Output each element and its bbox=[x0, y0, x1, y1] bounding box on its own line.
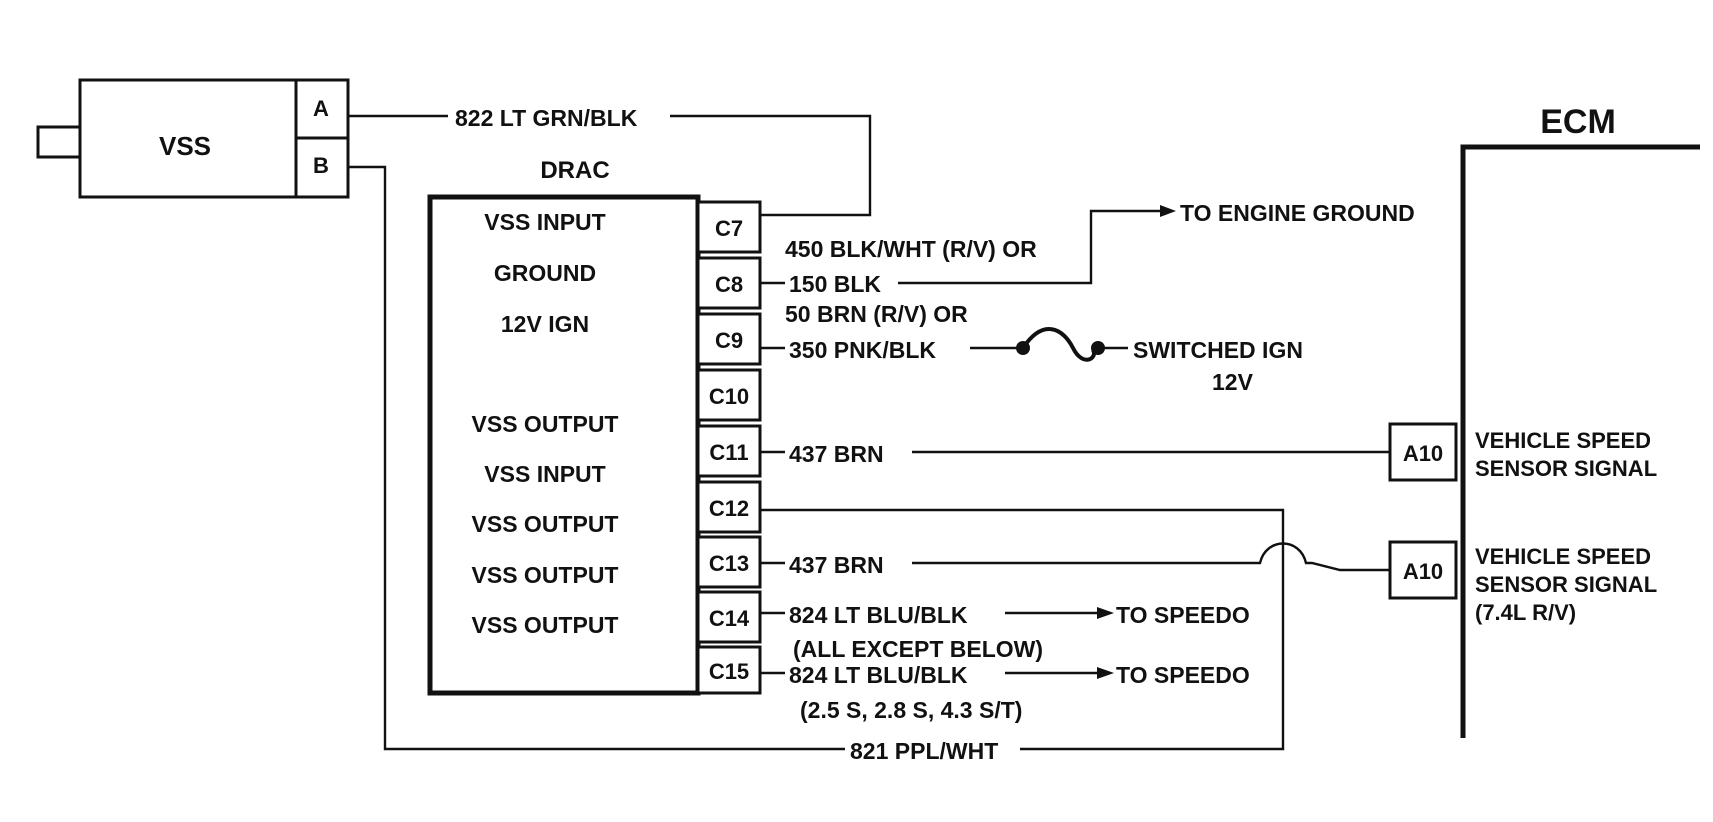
pin-box bbox=[696, 200, 762, 254]
wire-350-label: 350 PNK/BLK bbox=[789, 337, 936, 363]
pin-label: C7 bbox=[715, 216, 743, 241]
wire-450-label: 450 BLK/WHT (R/V) OR bbox=[785, 236, 1037, 262]
to-speedo-b-label: TO SPEEDO bbox=[1116, 662, 1250, 688]
drac-pin-c7: C7 bbox=[696, 200, 762, 254]
ecm-signal2-line2: SENSOR SIGNAL bbox=[1475, 572, 1657, 597]
drac-body bbox=[427, 194, 701, 696]
pin-box bbox=[696, 645, 762, 695]
pin-label: C11 bbox=[709, 440, 748, 465]
pin-label: C10 bbox=[709, 384, 749, 409]
pin-label: C9 bbox=[715, 328, 743, 353]
wire-437a-label: 437 BRN bbox=[789, 441, 884, 467]
to-speedo-a-label: TO SPEEDO bbox=[1116, 602, 1250, 628]
wire-822: 822 LT GRN/BLK bbox=[348, 105, 872, 217]
drac-pin-c8: C8 bbox=[696, 256, 762, 310]
drac-title: DRAC bbox=[540, 157, 609, 184]
vss-sensor: VSS A B bbox=[36, 78, 350, 199]
note-b-label: (2.5 S, 2.8 S, 4.3 S/T) bbox=[800, 697, 1022, 723]
pin-label: C12 bbox=[709, 496, 749, 521]
pin-box bbox=[696, 535, 762, 589]
drac-function-vss-output-3: VSS OUTPUT bbox=[472, 562, 619, 588]
pin-label: A10 bbox=[1403, 441, 1443, 466]
vss-pin-b: B bbox=[313, 153, 329, 178]
vss-shaft bbox=[36, 125, 82, 159]
wire-ignition: 50 BRN (R/V) OR 350 PNK/BLK SWITCHED IGN… bbox=[760, 301, 1303, 395]
ecm-module: ECM A10 VEHICLE SPEED SENSOR SIGNAL A10 … bbox=[1388, 103, 1700, 738]
wire-821-line-left bbox=[348, 165, 845, 751]
ecm-signal2-note: (7.4L R/V) bbox=[1475, 600, 1576, 625]
pin-box bbox=[696, 480, 762, 534]
arrow-to-ground bbox=[1160, 205, 1176, 217]
wire-437b-label: 437 BRN bbox=[789, 552, 884, 578]
pin-label: C15 bbox=[709, 659, 749, 684]
wire-824-b: 824 LT BLU/BLK TO SPEEDO (2.5 S, 2.8 S, … bbox=[760, 662, 1250, 723]
wire-824b-label: 824 LT BLU/BLK bbox=[789, 662, 968, 688]
ecm-signal1-line1: VEHICLE SPEED bbox=[1475, 428, 1651, 453]
wire-437-b: 437 BRN bbox=[760, 542, 1390, 578]
drac-pin-c15: C15 bbox=[696, 645, 762, 695]
wire-821: 821 PPL/WHT bbox=[348, 165, 1285, 764]
drac-pin-c13: C13 bbox=[696, 535, 762, 589]
wire-150-label: 150 BLK bbox=[789, 271, 881, 297]
fuse-icon bbox=[1021, 327, 1096, 362]
switched-ign-label: SWITCHED IGN bbox=[1133, 337, 1303, 363]
wire-821-line-right bbox=[760, 508, 1285, 751]
wire-824a-label: 824 LT BLU/BLK bbox=[789, 602, 968, 628]
wire-822-line-right bbox=[670, 114, 872, 217]
drac-pin-c10: C10 bbox=[696, 368, 762, 422]
wire-ground: 450 BLK/WHT (R/V) OR 150 BLK TO ENGINE G… bbox=[760, 200, 1415, 297]
note-a-label: (ALL EXCEPT BELOW) bbox=[793, 636, 1043, 662]
pin-box bbox=[696, 424, 762, 478]
drac-function-vss-input: VSS INPUT bbox=[484, 209, 605, 235]
ecm-outline bbox=[1460, 144, 1700, 738]
ecm-signal1-line2: SENSOR SIGNAL bbox=[1475, 456, 1657, 481]
to-engine-ground-label: TO ENGINE GROUND bbox=[1180, 200, 1415, 226]
drac-pin-c9: C9 bbox=[696, 312, 762, 366]
wire-821-label: 821 PPL/WHT bbox=[850, 738, 998, 764]
vss-label: VSS bbox=[159, 131, 211, 161]
pin-box bbox=[696, 256, 762, 310]
ecm-signal2-line1: VEHICLE SPEED bbox=[1475, 544, 1651, 569]
wire-822-label: 822 LT GRN/BLK bbox=[455, 105, 638, 131]
pin-box bbox=[696, 368, 762, 422]
drac-function-ground: GROUND bbox=[494, 260, 596, 286]
drac-pin-c14: C14 bbox=[696, 590, 762, 644]
drac-function-12v-ign: 12V IGN bbox=[501, 311, 589, 337]
ecm-pin-a10-2: A10 bbox=[1388, 540, 1458, 600]
vss-pin-a: A bbox=[313, 96, 329, 121]
pin-label: C13 bbox=[709, 551, 749, 576]
switched-ign-voltage: 12V bbox=[1212, 369, 1254, 395]
arrow-to-speedo-a bbox=[1097, 607, 1114, 619]
drac-function-vss-output-4: VSS OUTPUT bbox=[472, 612, 619, 638]
pin-label: A10 bbox=[1403, 559, 1443, 584]
wire-150-line bbox=[898, 209, 1160, 285]
drac-function-vss-output-2: VSS OUTPUT bbox=[472, 511, 619, 537]
arrow-to-speedo-b bbox=[1097, 667, 1114, 679]
pin-label: C14 bbox=[709, 606, 750, 631]
drac-module: DRAC VSS INPUT GROUND 12V IGN VSS OUTPUT… bbox=[427, 157, 762, 696]
drac-pin-c12: C12 bbox=[696, 480, 762, 534]
pin-label: C8 bbox=[715, 272, 743, 297]
wire-437b-line bbox=[912, 542, 1390, 572]
wire-437-a: 437 BRN bbox=[760, 441, 1390, 467]
ecm-title: ECM bbox=[1540, 103, 1616, 141]
pin-box bbox=[696, 590, 762, 644]
drac-pin-c11: C11 bbox=[696, 424, 762, 478]
pin-box bbox=[696, 312, 762, 366]
wire-50-label: 50 BRN (R/V) OR bbox=[785, 301, 968, 327]
drac-function-vss-input-2: VSS INPUT bbox=[484, 461, 605, 487]
wire-824-a: 824 LT BLU/BLK TO SPEEDO (ALL EXCEPT BEL… bbox=[760, 602, 1250, 662]
ecm-pin-a10-1: A10 bbox=[1388, 422, 1458, 482]
drac-function-vss-output: VSS OUTPUT bbox=[472, 411, 619, 437]
